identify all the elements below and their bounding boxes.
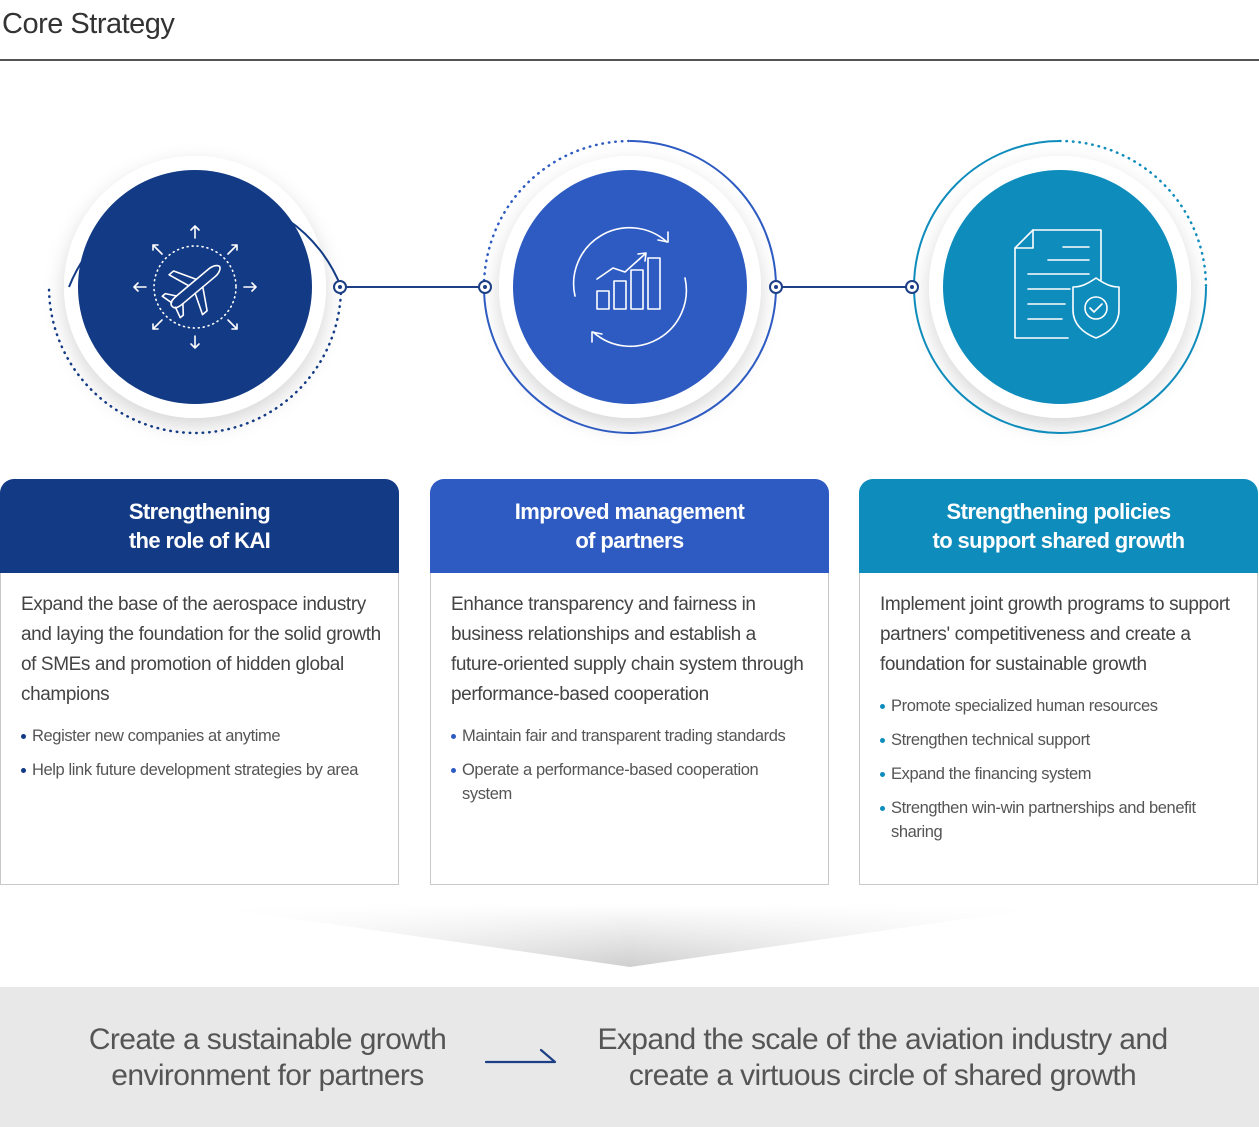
growth-chart-cycle-icon [572, 226, 688, 348]
document-shield-icon [1014, 229, 1120, 339]
card-body-1: Expand the base of the aerospace industr… [0, 573, 399, 885]
bullet-text: Strengthen technical support [891, 731, 1090, 749]
bullet-text: Operate a performance-based cooperation … [462, 761, 759, 803]
card-title-1: Strengthening the role of KAI [128, 499, 271, 553]
card-body-3: Implement joint growth programs to suppo… [859, 573, 1258, 885]
bullet-text: Expand the financing system [891, 765, 1092, 783]
list-item: Expand the financing system [880, 762, 1241, 786]
title-divider [0, 59, 1259, 61]
bullet-dot-icon [880, 772, 885, 777]
outcome-band [0, 987, 1259, 1127]
bullet-dot-icon [880, 738, 885, 743]
bullet-text: Strengthen win-win partnerships and bene… [891, 799, 1196, 841]
bullet-dot-icon [880, 806, 885, 811]
connector-nodes [333, 280, 919, 294]
circle-group-3 [913, 139, 1208, 434]
bullet-dot-icon [451, 768, 456, 773]
card-description-2: Enhance transparency and fairness in bus… [451, 594, 804, 705]
bullet-text: Help link future development strategies … [32, 761, 359, 779]
funnel-shape [200, 905, 1060, 967]
bullet-dot-icon [451, 734, 456, 739]
outcome-to-text: Expand the scale of the aviation industr… [597, 1023, 1168, 1092]
strategy-card-1: Strengthening the role of KAI Expand the… [0, 479, 399, 885]
bullet-list-3: Promote specialized human resources Stre… [880, 694, 1241, 844]
outcome-from-text: Create a sustainable growth environment … [88, 1023, 447, 1092]
list-item: Strengthen technical support [880, 728, 1241, 752]
list-item: Promote specialized human resources [880, 694, 1241, 718]
card-header-2: Improved management of partners [430, 479, 829, 573]
circle-group-1 [47, 156, 343, 435]
list-item: Maintain fair and transparent trading st… [451, 724, 812, 748]
circle-diagram [47, 139, 1208, 435]
card-description-1: Expand the base of the aerospace industr… [21, 594, 381, 705]
card-header-1: Strengthening the role of KAI [0, 479, 399, 573]
page-title: Core Strategy [2, 8, 175, 40]
bullet-dot-icon [880, 704, 885, 709]
right-arrow-icon [485, 1048, 557, 1064]
card-title-2: Improved management of partners [514, 499, 745, 553]
list-item: Help link future development strategies … [21, 758, 382, 782]
bullet-text: Promote specialized human resources [891, 697, 1158, 715]
list-item: Operate a performance-based cooperation … [451, 758, 812, 806]
bullet-dot-icon [21, 734, 26, 739]
airplane-expansion-icon [133, 225, 257, 349]
card-title-3: Strengthening policies to support shared… [932, 499, 1185, 553]
strategy-card-2: Improved management of partners Enhance … [430, 479, 829, 885]
bullet-list-1: Register new companies at anytime Help l… [21, 724, 382, 782]
strategy-card-3: Strengthening policies to support shared… [859, 479, 1258, 885]
card-body-2: Enhance transparency and fairness in bus… [430, 573, 829, 885]
list-item: Strengthen win-win partnerships and bene… [880, 796, 1241, 844]
strategy-diagram [0, 130, 1259, 450]
bullet-dot-icon [21, 768, 26, 773]
card-header-3: Strengthening policies to support shared… [859, 479, 1258, 573]
card-description-3: Implement joint growth programs to suppo… [880, 594, 1230, 675]
bullet-text: Register new companies at anytime [32, 727, 281, 745]
bullet-text: Maintain fair and transparent trading st… [462, 727, 786, 745]
list-item: Register new companies at anytime [21, 724, 382, 748]
circle-group-2 [482, 139, 777, 434]
bullet-list-2: Maintain fair and transparent trading st… [451, 724, 812, 806]
